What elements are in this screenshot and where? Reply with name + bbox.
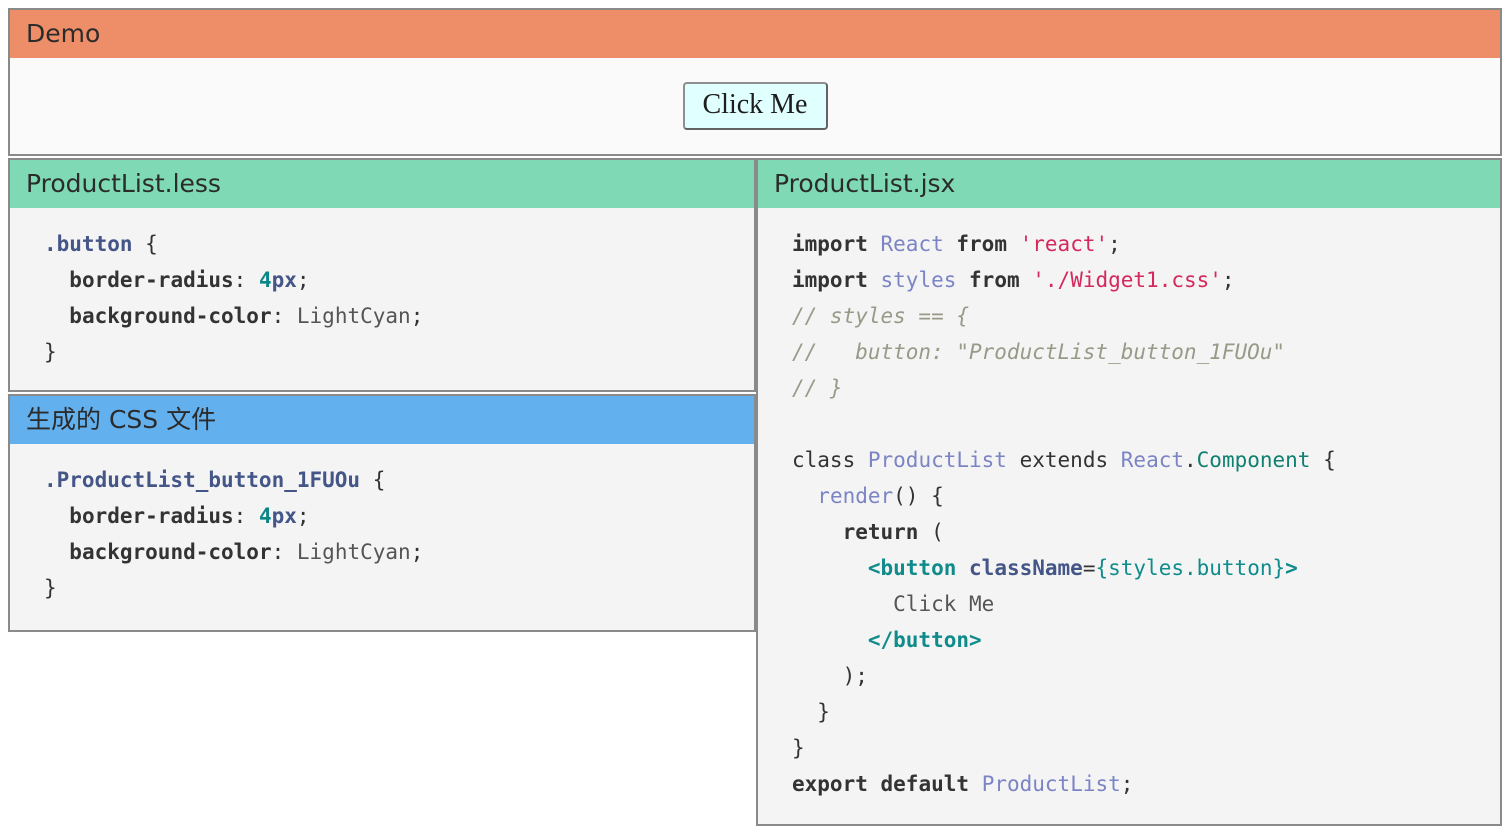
generated-css-panel: 生成的 CSS 文件 .ProductList_button_1FUOu { b… bbox=[8, 394, 756, 632]
jsx-panel-header: ProductList.jsx bbox=[758, 160, 1500, 208]
demo-panel-header: Demo bbox=[10, 10, 1500, 58]
less-panel-header: ProductList.less bbox=[10, 160, 754, 208]
generated-css-code-block: .ProductList_button_1FUOu { border-radiu… bbox=[44, 468, 424, 600]
demo-preview-area: Click Me bbox=[10, 58, 1500, 154]
less-source-panel: ProductList.less .button { border-radius… bbox=[8, 158, 756, 392]
click-me-button[interactable]: Click Me bbox=[682, 81, 828, 131]
jsx-code-block: import React from 'react'; import styles… bbox=[792, 232, 1336, 796]
jsx-source-panel: ProductList.jsx import React from 'react… bbox=[756, 158, 1502, 826]
less-code-body: .button { border-radius: 4px; background… bbox=[10, 208, 754, 390]
generated-css-code-body: .ProductList_button_1FUOu { border-radiu… bbox=[10, 444, 754, 630]
demo-panel: Demo Click Me bbox=[8, 8, 1502, 156]
less-code-block: .button { border-radius: 4px; background… bbox=[44, 232, 424, 364]
generated-css-panel-header: 生成的 CSS 文件 bbox=[10, 396, 754, 444]
jsx-code-body: import React from 'react'; import styles… bbox=[758, 208, 1500, 824]
